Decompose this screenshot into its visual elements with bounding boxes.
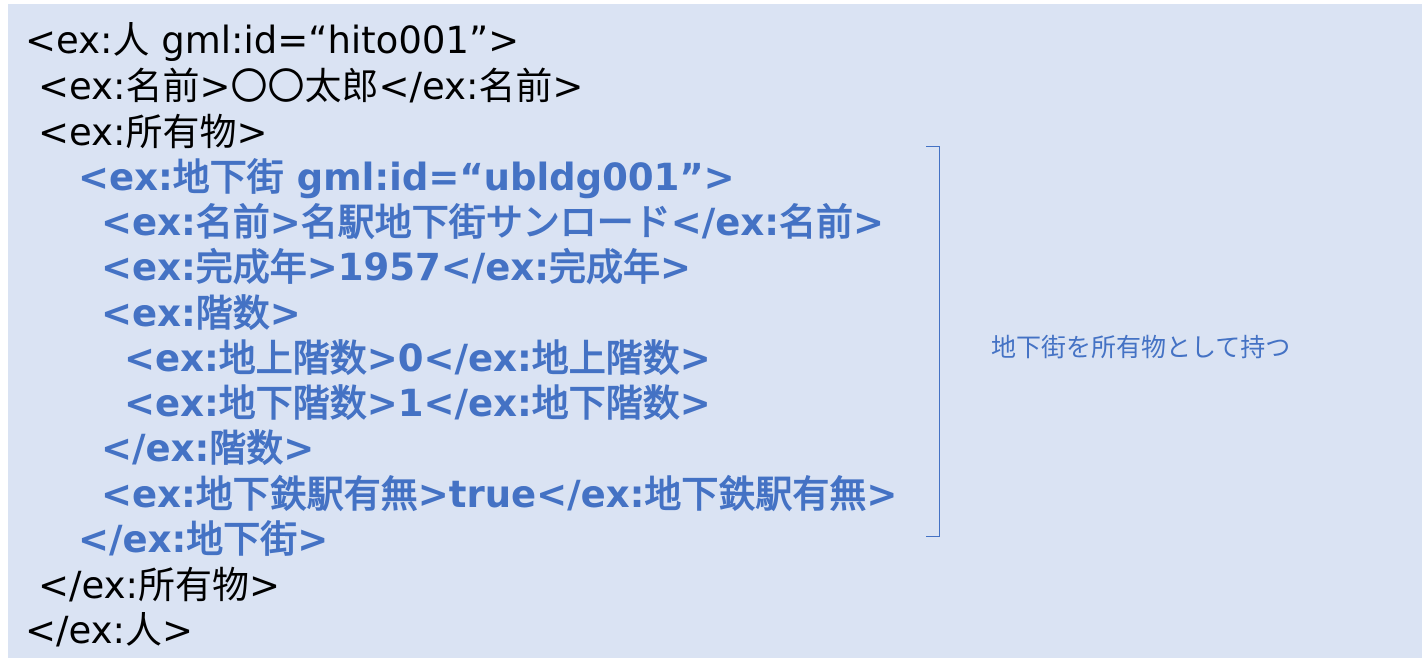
code-line-ug-name: <ex:名前>名駅地下街サンロード</ex:名前> [101,201,885,244]
code-panel: <ex:人 gml:id=“hito001”> <ex:名前>〇〇太郎</ex:… [8,4,1422,658]
grouping-bracket [926,146,940,537]
code-line-underground-close: </ex:地下街> [78,518,329,561]
code-line-underground-open: <ex:地下街 gml:id=“ubldg001”> [78,156,735,199]
code-line-floors-close: </ex:階数> [101,427,315,470]
code-line-floors-below: <ex:地下階数>1</ex:地下階数> [124,382,711,425]
code-line-subway: <ex:地下鉄駅有無>true</ex:地下鉄駅有無> [101,473,898,516]
code-line-person-open: <ex:人 gml:id=“hito001”> [25,19,520,62]
code-line-ug-year: <ex:完成年>1957</ex:完成年> [101,246,692,289]
code-line-floors-above: <ex:地上階数>0</ex:地上階数> [124,337,711,380]
code-line-name: <ex:名前>〇〇太郎</ex:名前> [38,65,584,108]
code-line-possession-close: </ex:所有物> [38,564,280,607]
code-line-person-close: </ex:人> [25,609,193,652]
annotation-label: 地下街を所有物として持つ [991,333,1291,362]
code-line-possession-open: <ex:所有物> [38,111,268,154]
code-line-floors-open: <ex:階数> [101,292,301,335]
